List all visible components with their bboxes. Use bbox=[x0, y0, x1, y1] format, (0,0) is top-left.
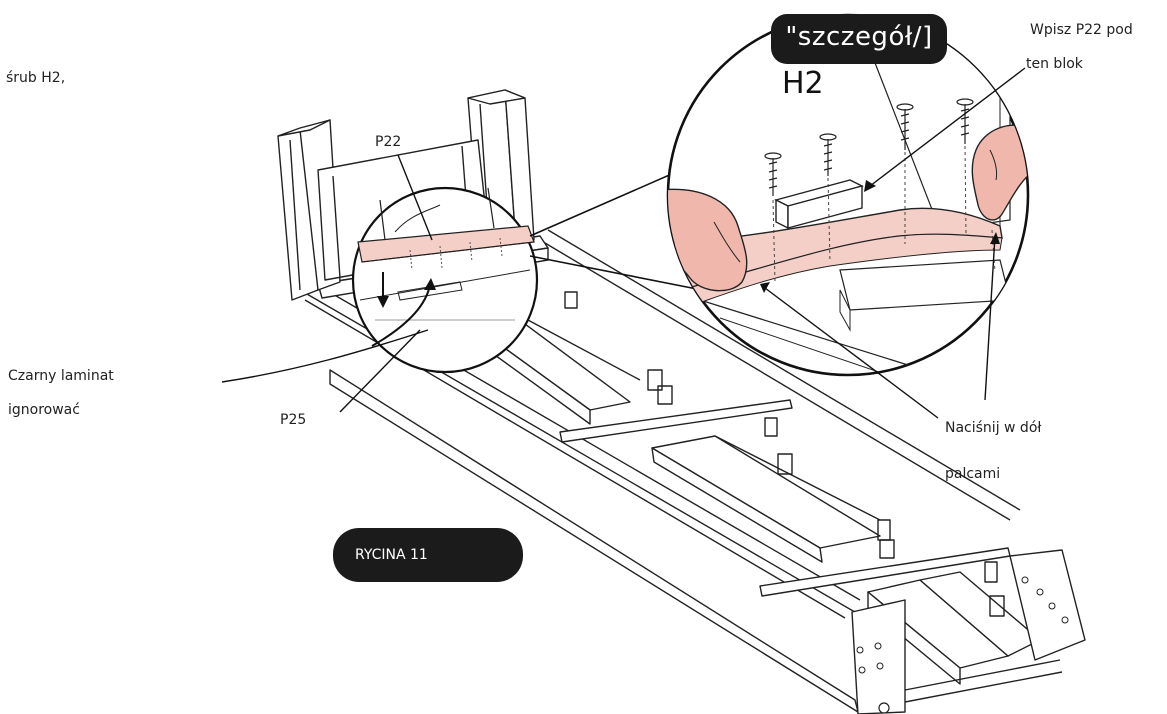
figure-number-badge: RYCINA 11 bbox=[333, 528, 523, 582]
insert-instruction-line1: Wpisz P22 pod bbox=[1030, 22, 1133, 38]
press-instruction-line2: palcami bbox=[945, 466, 1001, 482]
black-laminate-label: Czarny laminat bbox=[8, 368, 114, 384]
h2-screw-label: H2 bbox=[782, 66, 824, 101]
ignore-label: ignorować bbox=[8, 402, 80, 418]
screws-h2 bbox=[764, 98, 974, 196]
p22-label: P22 bbox=[375, 134, 402, 150]
screw-holes bbox=[856, 576, 1069, 674]
block bbox=[774, 179, 864, 230]
callout-arrowheads bbox=[760, 180, 1000, 293]
insert-instruction-line2: ten blok bbox=[1026, 56, 1083, 72]
right-hand bbox=[971, 124, 1028, 221]
detail-circle bbox=[666, 13, 1030, 377]
press-instruction-line1: Naciśnij w dół bbox=[945, 420, 1042, 436]
zoom-leader-lines bbox=[529, 165, 703, 291]
screw-note-label: śrub H2, bbox=[6, 70, 66, 86]
callout-leaders bbox=[221, 67, 1026, 419]
foot bbox=[878, 702, 890, 714]
zoom-circle bbox=[351, 186, 539, 374]
p25-label: P25 bbox=[280, 412, 307, 428]
detail-title-badge: "szczegół/] bbox=[771, 14, 947, 64]
